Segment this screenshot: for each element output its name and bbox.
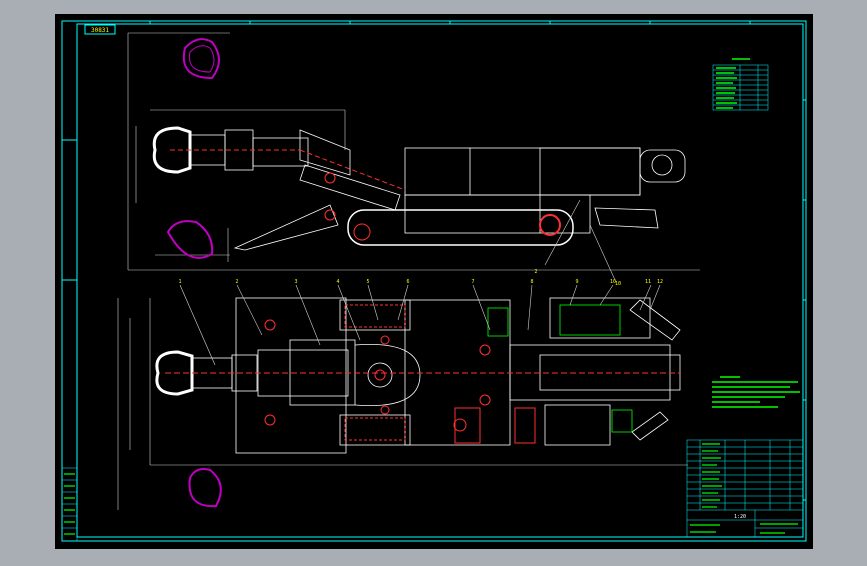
callout-7: 7 xyxy=(471,279,474,285)
technical-notes xyxy=(712,376,800,408)
plan-view-red-details xyxy=(165,319,680,432)
dimension-lines xyxy=(117,32,700,510)
title-block xyxy=(686,439,804,538)
corner-tag-text: 30831 xyxy=(91,27,109,34)
track-links xyxy=(344,304,536,444)
parameter-table xyxy=(712,64,769,111)
parameter-table-text xyxy=(716,58,750,109)
corner-tag: 30831 xyxy=(84,24,116,35)
sheet-frame xyxy=(61,20,807,542)
callout-1: 1 xyxy=(178,279,181,285)
side-callout-10: 10 xyxy=(615,281,621,287)
side-view-red-details xyxy=(170,149,561,241)
callout-numbers: 1 2 3 4 5 6 7 8 9 10 11 12 2 10 xyxy=(178,269,663,287)
callout-4: 4 xyxy=(336,279,339,285)
callout-5: 5 xyxy=(366,279,369,285)
callout-8: 8 xyxy=(530,279,533,285)
callout-11: 11 xyxy=(645,279,651,285)
revision-strip xyxy=(61,467,78,542)
leader-lines xyxy=(179,199,661,366)
parts-list-text xyxy=(690,443,798,534)
callout-2: 2 xyxy=(235,279,238,285)
side-callout-2: 2 xyxy=(534,269,537,275)
callout-9: 9 xyxy=(575,279,578,285)
revision-strip-text xyxy=(64,473,75,535)
cutter-sweep-arcs xyxy=(166,38,222,508)
callout-12: 12 xyxy=(657,279,663,285)
scale-note: 1:20 xyxy=(734,514,746,520)
green-details xyxy=(487,304,633,433)
callout-3: 3 xyxy=(294,279,297,285)
drawing-sheet xyxy=(55,14,813,549)
callout-6: 6 xyxy=(406,279,409,285)
callout-10: 10 xyxy=(610,279,616,285)
